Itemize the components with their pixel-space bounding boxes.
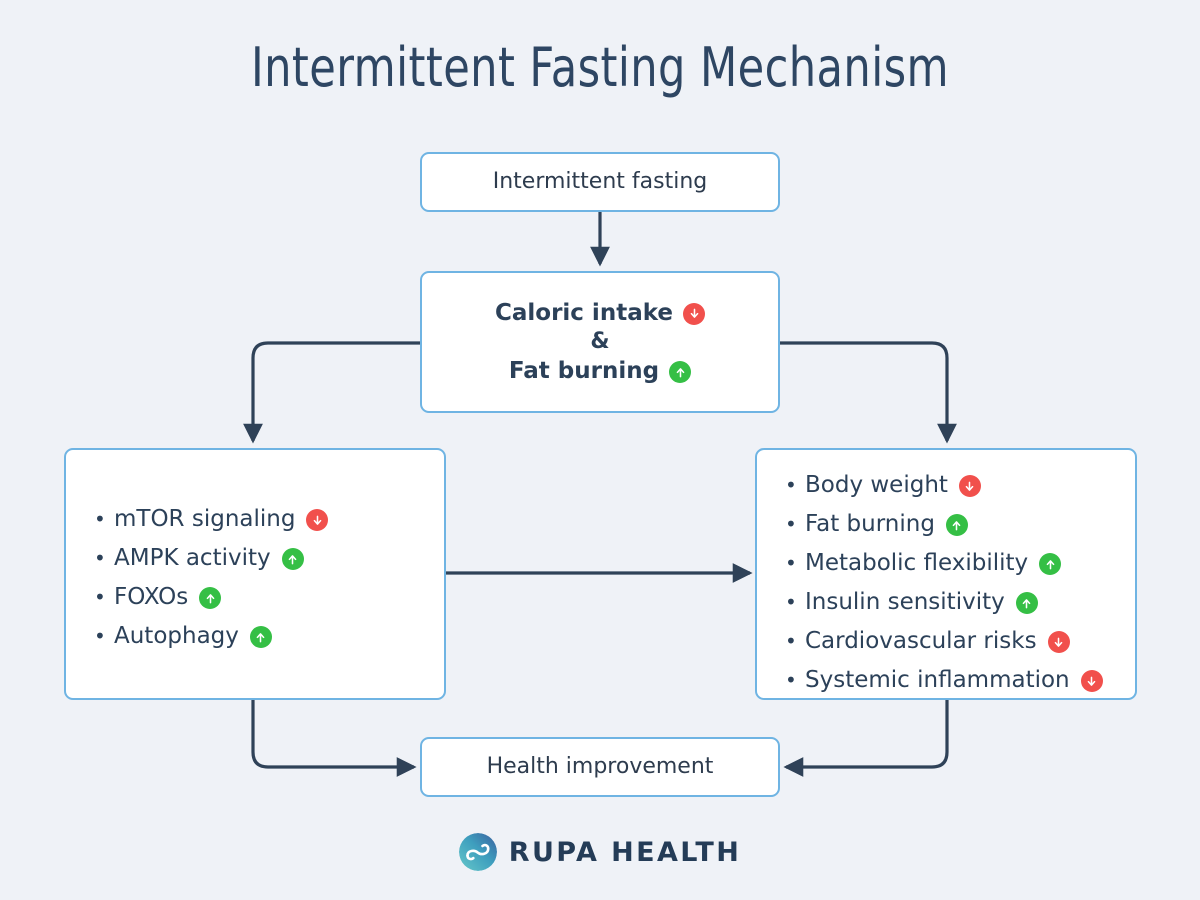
up-arrow-icon [669,361,692,384]
list-item-label: Fat burning [805,511,935,537]
list-item: • Systemic inflammation [785,667,1103,693]
node-cellular-effects[interactable]: • mTOR signaling • AMPK activity • FOXOs • Auto… [64,448,446,700]
list-item-label: AMPK activity [114,545,271,571]
node-health-outcomes[interactable]: • Body weight • Fat burning • Metabolic flexi… [755,448,1137,700]
bullet-dot-icon: • [785,629,797,653]
bullet-dot-icon: • [785,473,797,497]
connector-outcomes-to-health [783,700,949,777]
footer-logo: RUPA HEALTH [0,833,1200,871]
conjunction-ampersand: & [590,329,610,355]
connector-caloric-to-cellular [243,341,420,444]
bullet-dot-icon: • [94,507,106,531]
list-item: • Insulin sensitivity [785,589,1103,615]
list-item: • Cardiovascular risks [785,628,1103,654]
list-item-label: Autophagy [114,623,239,649]
bullet-dot-icon: • [785,551,797,575]
caloric-intake-row: Caloric intake [495,299,705,328]
up-arrow-icon [199,587,222,609]
down-arrow-icon [1080,670,1103,692]
health-outcomes-list: • Body weight • Fat burning • Metabolic flexi… [785,472,1103,706]
fat-burning-row: Fat burning [508,357,692,386]
down-arrow-icon [683,302,705,325]
list-item-label: Body weight [805,472,948,498]
list-item: • Autophagy [94,623,328,649]
node-health-improvement[interactable]: Health improvement [420,737,780,797]
connector-caloric-to-outcomes [780,341,957,444]
caloric-intake-label: Caloric intake [494,299,673,326]
list-item-label: Metabolic flexibility [805,550,1029,576]
fat-burning-label: Fat burning [508,357,660,384]
up-arrow-icon [281,548,304,570]
list-item: • AMPK activity [94,545,328,571]
list-item-label: Systemic inflammation [805,667,1070,693]
bullet-dot-icon: • [94,624,106,648]
list-item-label: mTOR signaling [114,506,296,532]
node-intermittent-fasting-label: Intermittent fasting [492,169,708,195]
cellular-effects-list: • mTOR signaling • AMPK activity • FOXOs • Auto… [94,506,329,662]
node-caloric-intake-fat-burning[interactable]: Caloric intake & Fat burning [420,271,780,413]
up-arrow-icon [249,626,272,648]
down-arrow-icon [1047,631,1070,653]
node-intermittent-fasting[interactable]: Intermittent fasting [420,152,780,212]
node-health-improvement-label: Health improvement [486,754,714,780]
list-item-label: FOXOs [114,584,189,610]
list-item: • Fat burning [785,511,1103,537]
up-arrow-icon [1039,553,1062,575]
list-item-label: Insulin sensitivity [805,589,1005,615]
connector-cellular-to-health [251,700,417,777]
bullet-dot-icon: • [785,512,797,536]
list-item: • Body weight [785,472,1103,498]
bullet-dot-icon: • [94,546,106,570]
down-arrow-icon [306,509,329,531]
up-arrow-icon [1015,592,1038,614]
brand-name: RUPA HEALTH [508,836,742,868]
list-item: • Metabolic flexibility [785,550,1103,576]
up-arrow-icon [945,514,968,536]
rupa-health-logo-icon [458,833,497,871]
bullet-dot-icon: • [94,585,106,609]
down-arrow-icon [958,475,981,497]
bullet-dot-icon: • [785,590,797,614]
list-item: • mTOR signaling [94,506,329,532]
list-item: • FOXOs [94,584,328,610]
bullet-dot-icon: • [785,668,797,692]
list-item-label: Cardiovascular risks [805,628,1037,654]
page-title: Intermittent Fasting Mechanism [251,36,949,99]
